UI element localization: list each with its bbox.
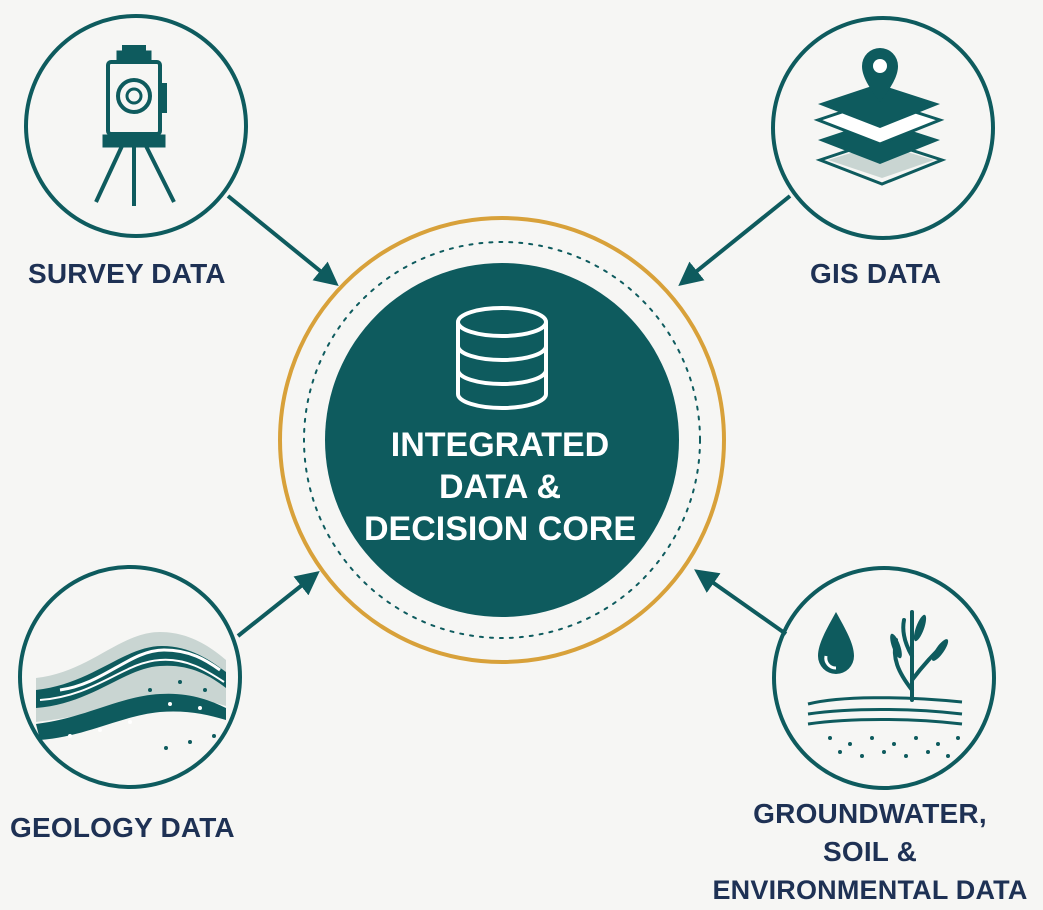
core-title-line-2: DATA & [438, 468, 562, 506]
core-title-line-3: DECISION CORE [363, 510, 637, 548]
gis-circle [771, 16, 995, 240]
core-title-line-1: INTEGRATED [390, 426, 610, 464]
survey-node [24, 14, 248, 238]
water-plant-soil-icon [807, 610, 963, 758]
environmental-label-line-2: SOIL & [822, 836, 918, 867]
survey-circle [24, 14, 248, 238]
total-station-icon [94, 45, 176, 206]
survey-label: SURVEY DATA [28, 258, 226, 289]
geology-arrow [236, 571, 320, 638]
gis-label: GIS DATA [810, 258, 942, 289]
core-disc [325, 263, 679, 617]
rock-strata-icon [36, 632, 226, 750]
gis-arrow [678, 194, 792, 287]
map-layers-pin-icon [813, 48, 947, 186]
environmental-arrow [694, 569, 788, 636]
core-outer-ring [278, 216, 726, 664]
geology-label: GEOLOGY DATA [10, 812, 235, 843]
database-icon [456, 306, 548, 410]
geology-node [18, 565, 242, 789]
environmental-node [772, 566, 996, 790]
core-hub [278, 216, 726, 664]
geology-circle [18, 565, 242, 789]
environmental-label-line-1: GROUNDWATER, [753, 798, 987, 829]
environmental-circle [772, 566, 996, 790]
gis-node [771, 16, 995, 240]
environmental-label-line-3: ENVIRONMENTAL DATA [712, 875, 1028, 905]
survey-arrow [226, 194, 339, 287]
core-dotted-ring [303, 241, 701, 639]
